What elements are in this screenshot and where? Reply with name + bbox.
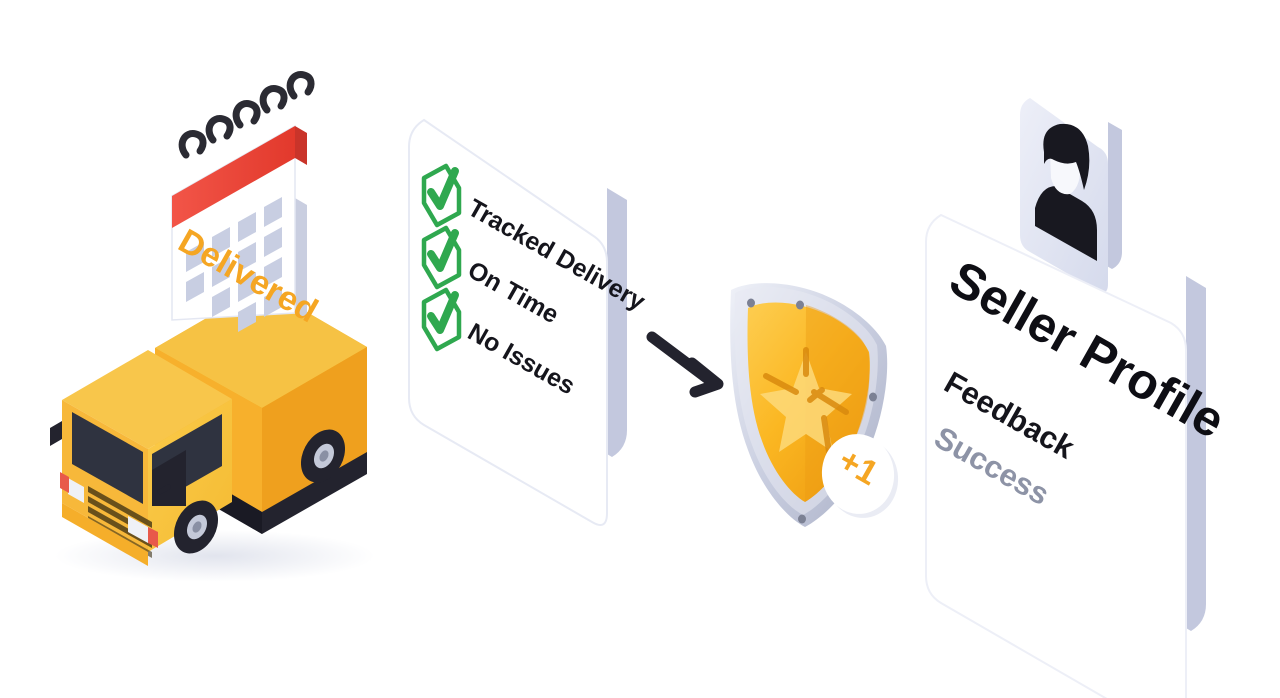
flow-arrow	[646, 331, 724, 398]
truck-cab-roof	[62, 350, 232, 449]
checklist-card-face	[408, 118, 608, 526]
checklist-card-edge	[592, 188, 627, 457]
calendar-spiral-rings	[178, 71, 315, 159]
truck-headlight-left	[68, 478, 84, 503]
shield-rivets	[747, 298, 877, 524]
truck-headlight-right	[128, 516, 148, 543]
delivery-truck	[50, 286, 375, 582]
truck-wheel-front	[173, 500, 219, 554]
calendar-header-edge	[295, 126, 307, 165]
avatar-card-edge	[1098, 122, 1122, 269]
person-silhouette-icon	[1035, 123, 1097, 261]
plus-one-badge[interactable]: +1	[817, 429, 903, 522]
seller-profile-card: Seller Profile Feedback Success	[925, 213, 1234, 698]
shield-star	[760, 352, 852, 452]
calendar-date-grid	[186, 197, 282, 332]
flow-arrow-head	[686, 357, 724, 398]
calendar-edge	[295, 198, 307, 320]
truck-windshield	[72, 412, 143, 504]
delivery-checklist-card: Tracked Delivery On Time No Issues	[408, 118, 650, 526]
seller-avatar-card	[1020, 98, 1122, 293]
shield-star-accents	[763, 347, 849, 455]
truck-marker-right	[148, 527, 158, 548]
check-box-icon-0	[421, 163, 462, 228]
truck-cargo-top	[155, 286, 367, 408]
plus-one-badge-circle	[821, 434, 895, 514]
truck-marker-left	[60, 472, 69, 493]
truck-bumper	[62, 503, 148, 566]
check-box-icon-1	[421, 225, 462, 290]
delivered-calendar: Delivered	[171, 71, 324, 332]
truck-wheel-rear	[300, 429, 346, 483]
profile-card-face	[925, 213, 1187, 698]
calendar-header	[172, 126, 295, 228]
check-box-icon-2	[421, 287, 462, 352]
profile-card-edge	[1171, 276, 1206, 631]
truck-door-handle	[157, 484, 171, 495]
trust-shield-badge: +1	[730, 283, 903, 527]
truck-mirror	[50, 421, 62, 446]
